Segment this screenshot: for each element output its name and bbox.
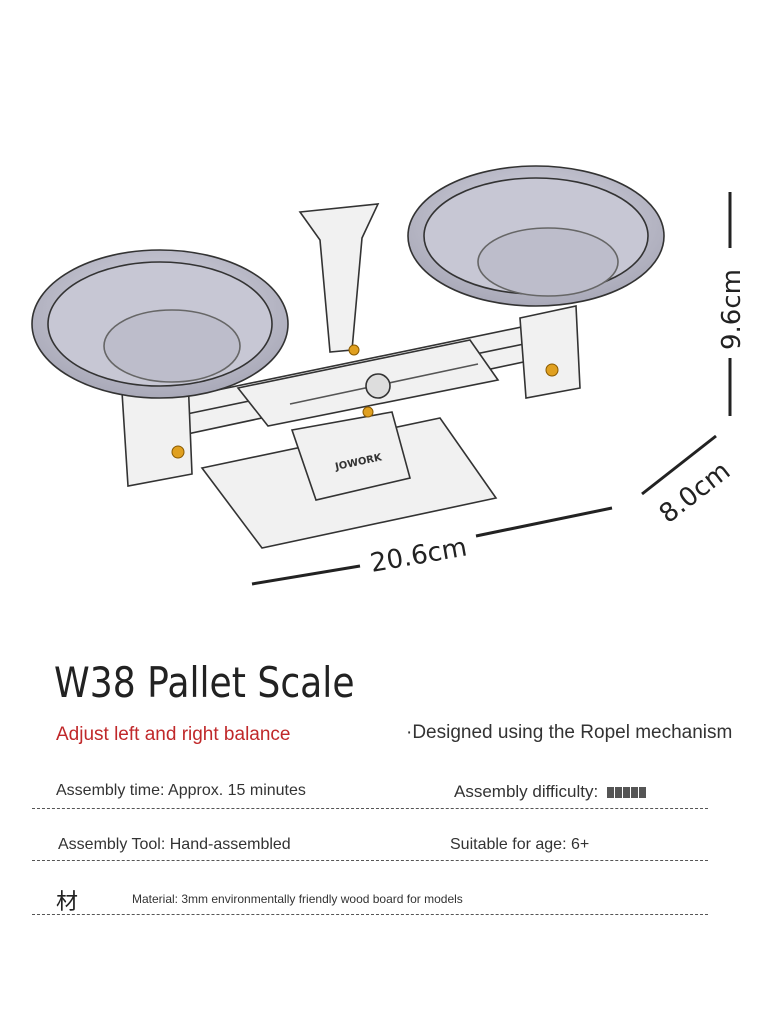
assembly-tool: Assembly Tool: Hand-assembled <box>58 836 291 853</box>
difficulty-star-icon <box>614 786 622 798</box>
spec-row-3 <box>32 882 708 915</box>
feature-mechanism: ·Designed using the Ropel mechanism <box>406 722 733 743</box>
product-title: W38 Pallet Scale <box>54 658 355 707</box>
difficulty-star-icon <box>606 786 614 798</box>
assembly-difficulty-label: Assembly difficulty: <box>454 782 599 801</box>
right-side-block <box>519 305 581 399</box>
knob-icon <box>365 373 391 399</box>
material-text: Material: 3mm environmentally friendly w… <box>132 892 463 906</box>
center-stand <box>290 411 411 501</box>
suitable-age: Suitable for age: 6+ <box>450 836 590 853</box>
width-dim-line <box>251 564 361 586</box>
spec-row-2: Assembly Tool: Hand-assembled Suitable f… <box>32 830 708 861</box>
spec-row-1: Assembly time: Approx. 15 minutes Assemb… <box>32 776 708 809</box>
difficulty-stars <box>606 783 647 803</box>
screw-icon <box>545 363 559 377</box>
depth-dim-label: 8.0cm <box>654 456 736 529</box>
screw-icon <box>348 344 360 356</box>
depth-dim-line <box>641 434 717 496</box>
assembly-difficulty: Assembly difficulty: <box>454 782 647 803</box>
feature-balance: Adjust left and right balance <box>56 724 291 745</box>
difficulty-star-icon <box>630 786 638 798</box>
assembly-time: Assembly time: Approx. 15 minutes <box>56 782 306 799</box>
material-icon: 材 <box>56 890 79 915</box>
width-dim-label: 20.6cm <box>368 532 469 578</box>
difficulty-star-icon <box>638 786 646 798</box>
difficulty-star-icon <box>622 786 630 798</box>
height-dim-label: 9.6cm <box>717 269 747 350</box>
screw-icon <box>362 406 374 418</box>
product-illustration: JOWORK 20.6cm 8.0cm 9.6cm <box>31 165 747 586</box>
pointer <box>298 203 380 353</box>
screw-icon <box>171 445 185 459</box>
